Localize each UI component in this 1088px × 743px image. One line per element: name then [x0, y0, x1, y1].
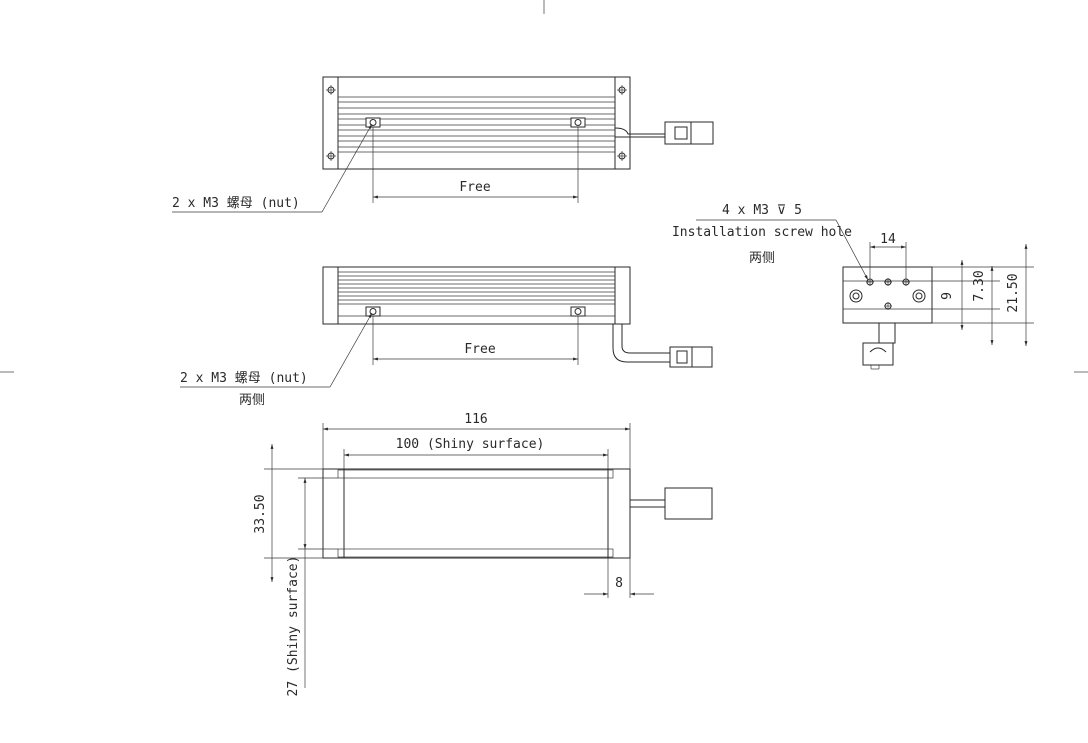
height-dimension-total: 21.50: [1006, 273, 1021, 312]
screw-callout: 4 x M3 ⊽ 5: [722, 203, 802, 218]
connector: [669, 346, 713, 368]
total-length-dimension: 116: [464, 412, 487, 427]
sheet-edge-marks: [0, 0, 1088, 373]
mounting-hole: [912, 289, 926, 303]
screw-hole: [866, 278, 874, 286]
hole-spacing-dimension: 14: [880, 232, 896, 247]
bottom-view: 116 100 (Shiny surface) 33.50 27 (Shiny …: [253, 412, 713, 697]
width-dimension: 33.50: [253, 494, 268, 533]
mounting-hole: [849, 289, 863, 303]
nut-callout: 2 x M3 螺母 (nut): [172, 196, 300, 211]
connector: [664, 487, 713, 520]
height-dimension-mid: 7.30: [972, 270, 987, 301]
free-dimension-label: Free: [464, 342, 495, 357]
free-dimension-label: Free: [459, 180, 490, 195]
connector-end: [862, 342, 894, 366]
end-view: 14 9 7.30 21.50 4 x M3 ⊽ 5 Installation …: [672, 203, 1034, 370]
nut-callout: 2 x M3 螺母 (nut): [180, 371, 308, 386]
screw-description: Installation screw hole: [672, 225, 852, 240]
screw-sides-label: 两侧: [749, 251, 775, 266]
corner-hole: [326, 85, 336, 95]
height-dimension-inner: 9: [940, 292, 955, 300]
nut-symbol: [570, 306, 586, 317]
nut-sides-label: 两侧: [239, 393, 265, 408]
shiny-length-dimension: 100 (Shiny surface): [396, 437, 545, 452]
corner-hole: [617, 85, 627, 95]
screw-hole: [884, 278, 892, 286]
corner-hole: [326, 151, 336, 161]
corner-hole: [617, 151, 627, 161]
side-view: Free 2 x M3 螺母 (nut) 两侧: [180, 266, 713, 408]
connector: [664, 121, 714, 145]
nut-symbol: [570, 117, 586, 128]
shiny-width-dimension: 27 (Shiny surface): [286, 556, 301, 697]
screw-hole: [902, 278, 910, 286]
screw-hole: [884, 302, 892, 310]
nut-symbol: [365, 117, 381, 128]
nut-symbol: [365, 306, 381, 317]
top-view: Free 2 x M3 螺母 (nut): [172, 76, 714, 213]
offset-dimension: 8: [615, 576, 623, 591]
